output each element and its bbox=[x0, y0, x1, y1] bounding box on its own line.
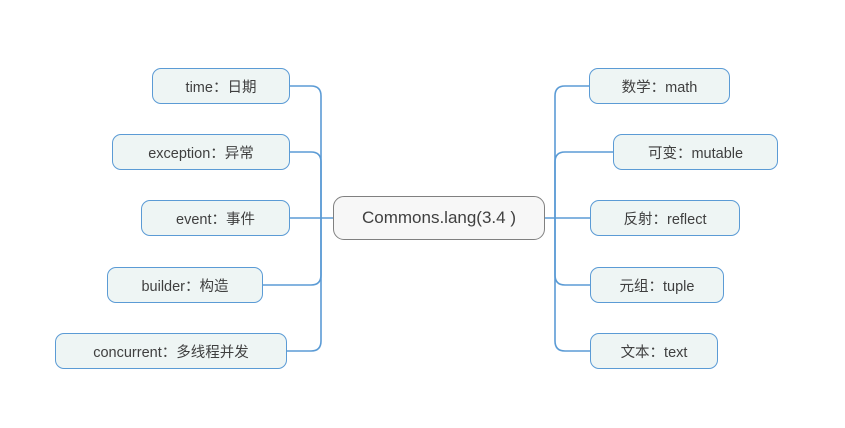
center-node[interactable]: Commons.lang(3.4 ) bbox=[333, 196, 545, 240]
right-connector-4 bbox=[554, 217, 591, 352]
right-branch-node-4[interactable]: 文本：text bbox=[590, 333, 718, 369]
right-branch-node-1[interactable]: 可变：mutable bbox=[613, 134, 778, 170]
right-connector-1 bbox=[554, 151, 614, 219]
left-connector-4 bbox=[286, 217, 322, 352]
left-branch-node-2[interactable]: event：事件 bbox=[141, 200, 290, 236]
right-connector-3 bbox=[554, 217, 591, 286]
left-branch-node-1[interactable]: exception：异常 bbox=[112, 134, 290, 170]
right-connector-0 bbox=[554, 85, 590, 219]
left-connector-1 bbox=[289, 151, 322, 219]
right-branch-node-0[interactable]: 数学：math bbox=[589, 68, 730, 104]
left-connector-0 bbox=[289, 85, 322, 219]
right-branch-node-3[interactable]: 元组：tuple bbox=[590, 267, 724, 303]
left-branch-node-0[interactable]: time：日期 bbox=[152, 68, 290, 104]
left-branch-node-3[interactable]: builder：构造 bbox=[107, 267, 263, 303]
left-branch-node-4[interactable]: concurrent：多线程并发 bbox=[55, 333, 287, 369]
right-branch-node-2[interactable]: 反射：reflect bbox=[590, 200, 740, 236]
